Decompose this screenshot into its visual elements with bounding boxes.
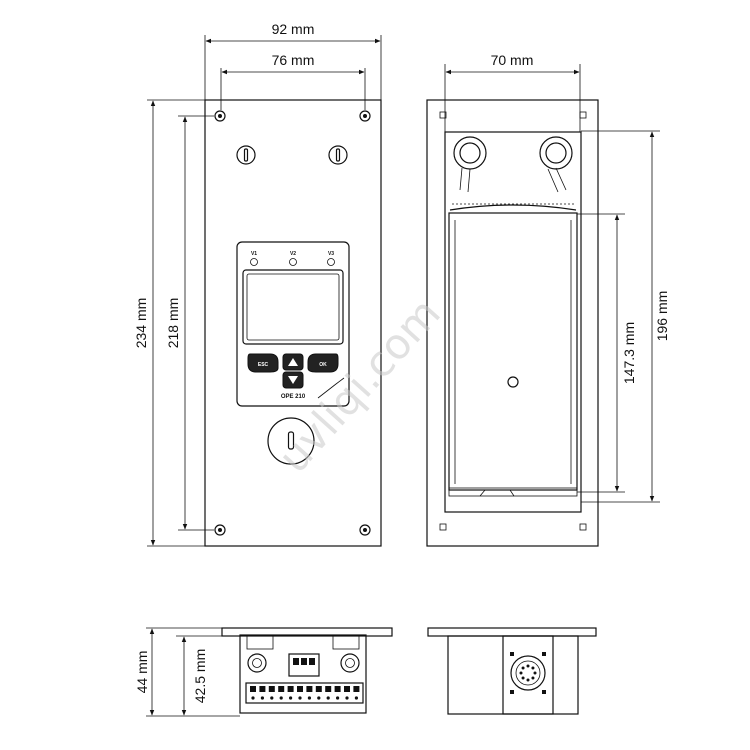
brand-label: OPE 210 [281, 394, 306, 400]
screw-lock-icon [236, 145, 256, 165]
dim-218mm: 218 mm [165, 298, 181, 349]
connector-pin [531, 666, 535, 670]
connector-pin [521, 676, 525, 680]
cable-gland-icon [453, 136, 487, 193]
front-panel-outline [204, 99, 382, 547]
mounting-hole [214, 524, 226, 536]
connector-pin [519, 671, 523, 675]
terminal-slot [251, 696, 255, 700]
mounting-hole [359, 110, 371, 122]
terminal-slot [279, 696, 283, 700]
svg-text:V1: V1 [251, 251, 257, 257]
bottom-dimensions: 44 mm 42.5 mm [134, 627, 240, 717]
terminal-slot [260, 696, 264, 700]
control-unit: V1 V2 V3 ESC OK [236, 241, 350, 407]
terminal-screw [278, 686, 285, 692]
terminal-screw [306, 686, 313, 692]
cable-gland-icon [539, 136, 573, 193]
connector-pin [526, 664, 530, 668]
bottom-side-view [427, 627, 597, 715]
dim-76mm: 76 mm [272, 52, 315, 68]
rear-housing [444, 131, 582, 513]
terminal-slot [354, 696, 358, 700]
terminal-slot [345, 696, 349, 700]
terminal-slot [307, 696, 311, 700]
terminal-slot [326, 696, 330, 700]
terminal-housing [239, 634, 367, 714]
svg-text:OK: OK [319, 362, 327, 368]
dim-92mm: 92 mm [272, 21, 315, 37]
terminal-screw [259, 686, 266, 692]
gland-nut-icon [247, 653, 267, 673]
rear-flange-outline [426, 99, 599, 547]
dim-147-3mm: 147.3 mm [621, 322, 637, 384]
lcd-display [242, 269, 344, 345]
terminal-screw [315, 686, 322, 692]
led-indicator: V1 [250, 251, 258, 266]
terminal-screw [334, 686, 341, 692]
module-screw [507, 376, 519, 388]
terminal-block [245, 682, 364, 704]
terminal-slot [270, 696, 274, 700]
svg-text:ESC: ESC [258, 362, 269, 368]
terminal-screw [287, 686, 294, 692]
front-dimensions: 92 mm 76 mm 234 mm 218 mm [133, 21, 382, 547]
flange-edge [221, 627, 393, 637]
down-arrow-key [282, 371, 304, 389]
led-indicator: V2 [289, 251, 297, 266]
terminal-screw [268, 686, 275, 692]
mounting-hole [359, 524, 371, 536]
ok-key: OK [307, 353, 339, 373]
front-view: V1 V2 V3 ESC OK [204, 99, 382, 547]
svg-text:V3: V3 [328, 251, 334, 257]
dim-42-5mm: 42.5 mm [192, 649, 208, 703]
screw-lock-icon [328, 145, 348, 165]
rear-dimensions: 70 mm 196 mm 147.3 mm [444, 52, 670, 503]
terminal-screw [353, 686, 360, 692]
lcd-display-inner [246, 273, 340, 341]
terminal-screw [344, 686, 350, 692]
dim-70mm: 70 mm [491, 52, 534, 68]
terminal-slot [298, 696, 302, 700]
circular-connector-icon [510, 655, 546, 691]
up-arrow-key [282, 353, 304, 371]
dim-196mm: 196 mm [654, 291, 670, 342]
led-indicator: V3 [327, 251, 335, 266]
connector-pin [533, 671, 537, 675]
bottom-front-view [221, 627, 393, 714]
dim-234mm: 234 mm [133, 298, 149, 349]
power-connector [288, 653, 320, 677]
esc-key: ESC [247, 353, 279, 373]
terminal-slot [317, 696, 321, 700]
signal-swoosh-icon [317, 377, 345, 399]
electronic-module [448, 203, 578, 497]
terminal-screw [297, 686, 303, 692]
main-lock-icon [267, 417, 315, 465]
mounting-hole [214, 110, 226, 122]
connector-pin [531, 676, 535, 680]
connector-mount [502, 635, 554, 715]
dim-44mm: 44 mm [134, 651, 150, 694]
terminal-slot [336, 696, 340, 700]
terminal-screw [250, 686, 256, 692]
svg-text:V2: V2 [290, 251, 296, 257]
terminal-screw [325, 686, 332, 692]
terminal-slot [289, 696, 293, 700]
rear-view [426, 99, 599, 547]
gland-nut-icon [340, 653, 360, 673]
connector-pin [526, 678, 530, 682]
connector-pin [521, 666, 525, 670]
